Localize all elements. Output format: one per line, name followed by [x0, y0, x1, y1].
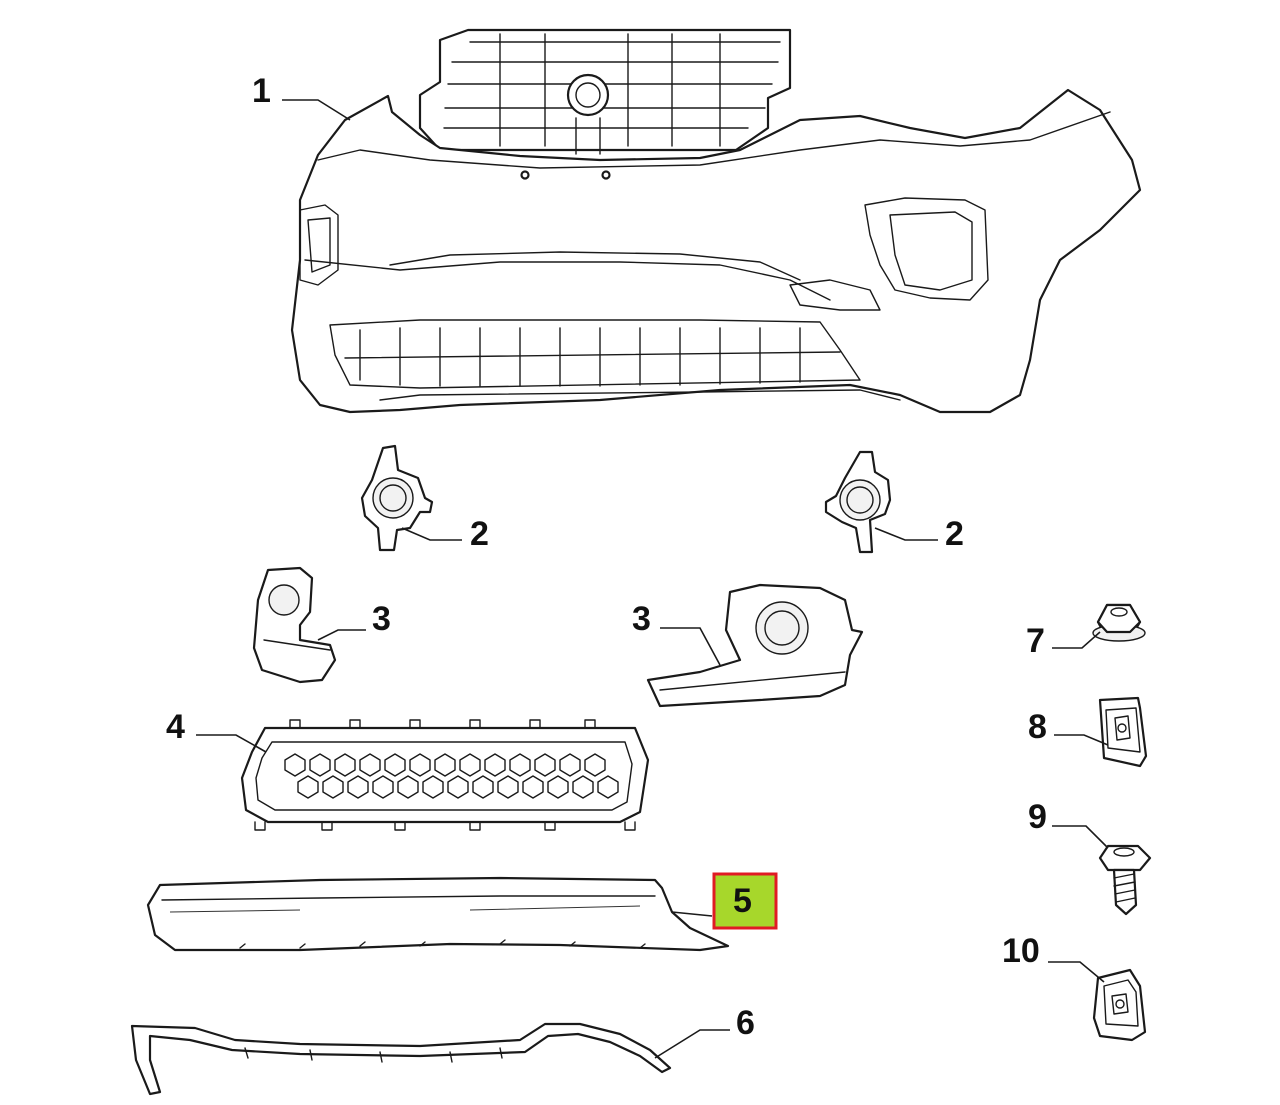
part-4-lower-grille[interactable] — [240, 719, 650, 831]
part-2-fog-lamp-bracket-right[interactable] — [824, 450, 892, 554]
part-2-fog-lamp-bracket-left[interactable] — [360, 444, 434, 552]
leader-line-1 — [282, 99, 351, 121]
callout-5-highlight-box — [712, 872, 778, 930]
callout-label-5[interactable]: 5 — [733, 882, 752, 920]
leader-line-4 — [196, 734, 267, 753]
leader-line-7 — [1052, 631, 1101, 649]
callout-label-2-right[interactable]: 2 — [945, 515, 964, 553]
callout-label-7[interactable]: 7 — [1026, 622, 1045, 660]
callout-label-6[interactable]: 6 — [736, 1004, 755, 1042]
callout-label-4[interactable]: 4 — [166, 708, 185, 746]
part-5-lower-spoiler[interactable] — [146, 876, 730, 952]
part-7-flange-nut[interactable] — [1092, 603, 1146, 642]
leader-line-3-right — [660, 627, 721, 666]
part-6-trim-strip[interactable] — [130, 1022, 672, 1096]
part-1-front-bumper[interactable] — [290, 28, 1142, 414]
leader-line-9 — [1052, 825, 1109, 849]
part-8-speed-clip[interactable] — [1098, 696, 1148, 768]
callout-label-1[interactable]: 1 — [252, 72, 271, 110]
leader-line-3-left — [317, 629, 366, 641]
part-10-clip[interactable] — [1092, 968, 1147, 1042]
callout-label-2-left[interactable]: 2 — [470, 515, 489, 553]
leader-line-2-right — [874, 527, 938, 541]
leader-line-8 — [1054, 734, 1109, 746]
callout-label-10[interactable]: 10 — [1002, 932, 1040, 970]
part-9-screw[interactable] — [1098, 844, 1152, 916]
callout-label-3-right[interactable]: 3 — [632, 600, 651, 638]
leader-line-2-left — [401, 527, 462, 541]
part-3-fog-lamp-bezel-right[interactable] — [646, 583, 864, 708]
leader-line-5 — [671, 911, 713, 917]
callout-label-9[interactable]: 9 — [1028, 798, 1047, 836]
part-3-fog-lamp-bezel-left[interactable] — [252, 566, 337, 684]
callout-label-3-left[interactable]: 3 — [372, 600, 391, 638]
leader-line-10 — [1048, 961, 1105, 983]
callout-label-8[interactable]: 8 — [1028, 708, 1047, 746]
leader-line-6 — [654, 1029, 730, 1059]
